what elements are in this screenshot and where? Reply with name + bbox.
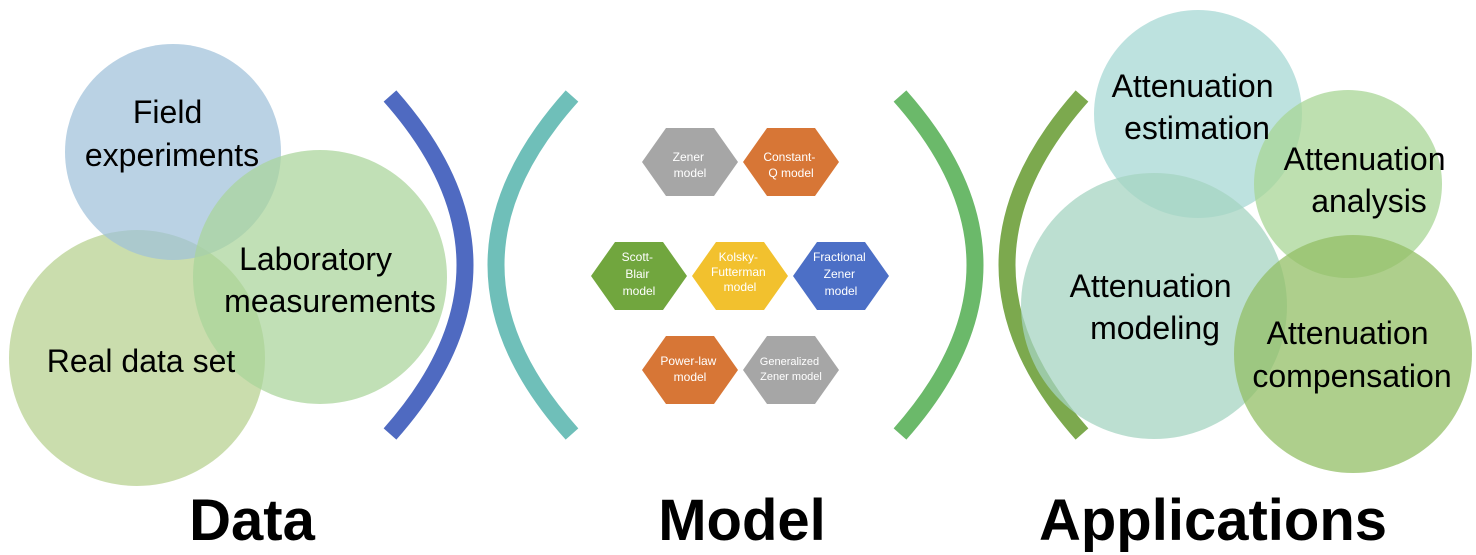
brackets [383,90,1089,440]
field-experiments-label: Field experiments [85,94,259,173]
model-title: Model [658,488,826,553]
generalized-zener-model-hex: Generalized Zener model [743,336,839,404]
svg-text:Generalized Zener mode: Generalized Zener model [760,356,822,383]
model-open-bracket [487,90,579,440]
data-title: Data [189,488,315,553]
attenuation-analysis-label: Attenuation analysis [1284,141,1455,219]
scott-blair-model-hex: Scott- Blair model [591,242,687,310]
laboratory-measurements-label: Laboratory measurements [224,241,436,319]
attenuation-estimation-label: Attenuation estimation [1112,68,1283,146]
svg-text:Scott- Blair m: Scott- Blair model [622,250,657,298]
model-close-bracket [893,90,984,440]
applications-title: Applications [1039,488,1387,553]
attenuation-compensation-label: Attenuation compensation [1252,315,1451,394]
attenuation-compensation-circle [1234,235,1472,473]
zener-model-hex: Zener model [642,128,738,196]
svg-text:Power-law model: Power-law model [660,354,719,384]
laboratory-measurements-circle [193,150,447,404]
power-law-model-hex: Power-law model [642,336,738,404]
real-data-set-label: Real data set [47,343,236,379]
model-section: Zener model Constant- Q model Scott- Bla… [591,128,889,404]
applications-section: Attenuation estimation Attenuation analy… [1021,10,1472,473]
svg-text:Kolsky- Futterman: Kolsky- Futterman model [711,250,769,294]
attenuation-analysis-circle [1254,90,1442,278]
attenuation-modeling-label: Attenuation modeling [1070,268,1241,346]
attenuation-modeling-circle [1021,173,1287,439]
applications-open-bracket [998,90,1089,440]
data-section: Field experiments Laboratory measurement… [9,44,447,486]
svg-text:Fractional Zener: Fractional Zener model [813,250,869,298]
data-close-bracket [383,90,474,440]
constant-q-model-hex: Constant- Q model [743,128,839,196]
fractional-zener-model-hex: Fractional Zener model [793,242,889,310]
svg-text:Zener model: Zener model [673,150,708,180]
kolsky-futterman-model-hex: Kolsky- Futterman model [692,242,788,310]
svg-text:Constant- Q model: Constant- Q model [763,150,818,180]
attenuation-estimation-circle [1094,10,1302,218]
